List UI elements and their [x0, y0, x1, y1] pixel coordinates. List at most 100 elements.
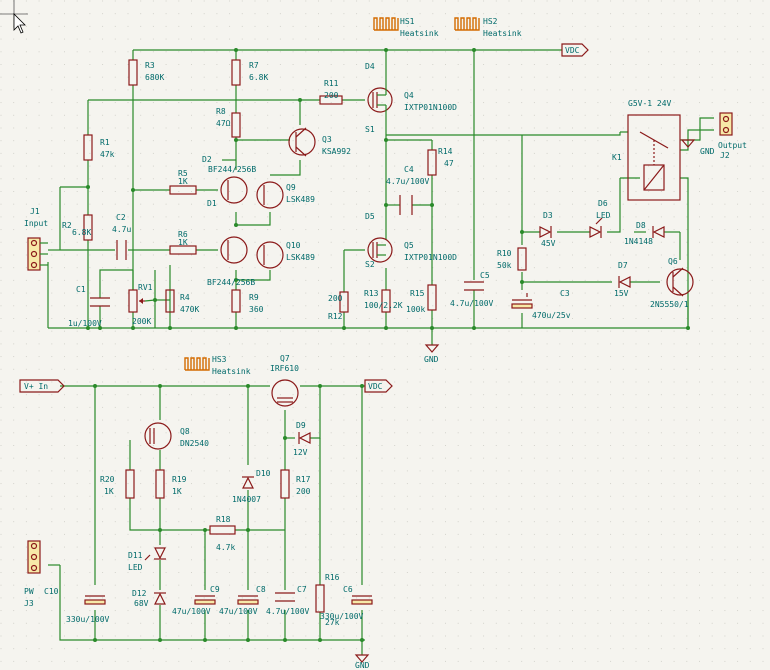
r10-body[interactable]: [517, 247, 527, 271]
relay-k1[interactable]: [627, 114, 681, 201]
q3-bjt[interactable]: [288, 127, 316, 157]
d9-zener[interactable]: [298, 432, 311, 444]
label-d6: D6: [598, 199, 608, 208]
label-d6-value: LED: [596, 211, 611, 220]
label-d7: D7: [618, 261, 628, 270]
label-d1-part: BF244/256B: [208, 165, 256, 174]
c10-cap[interactable]: [84, 595, 106, 605]
label-r13: R13: [364, 289, 379, 298]
label-d9-value: 12V: [293, 448, 308, 457]
r15-body[interactable]: [427, 284, 437, 311]
label-r14: R14: [438, 147, 453, 156]
r2-body[interactable]: [83, 214, 93, 241]
label-q8-value: DN2540: [180, 439, 209, 448]
label-gnd-1: GND: [424, 355, 439, 364]
r5-body[interactable]: [169, 185, 197, 195]
r1-body[interactable]: [83, 134, 93, 161]
j2-connector[interactable]: [719, 112, 733, 136]
polarized-capacitors: [84, 293, 533, 605]
r17-body[interactable]: [280, 469, 290, 499]
c6-cap[interactable]: [351, 595, 373, 605]
q6-bjt[interactable]: [666, 267, 694, 297]
label-c10: C10: [44, 587, 59, 596]
label-c4: C4: [404, 165, 414, 174]
label-hs1: HS1: [400, 17, 415, 26]
label-c5-value: 4.7u/100V: [450, 299, 494, 308]
labels: HS1 Heatsink HS2 Heatsink HS3 Heatsink V…: [24, 17, 747, 670]
label-r9: R9: [249, 293, 259, 302]
label-r7: R7: [249, 61, 259, 70]
label-r5: R5: [178, 169, 188, 178]
r6-body[interactable]: [169, 245, 197, 255]
label-r16-value: 27k: [325, 618, 340, 627]
q5-mosfet[interactable]: [367, 237, 393, 263]
label-r19-value: 1K: [172, 487, 182, 496]
label-c3-value: 470u/25v: [532, 311, 571, 320]
r16-body[interactable]: [315, 584, 325, 613]
label-r17-value: 200: [296, 487, 311, 496]
q9-jfet-pair[interactable]: [220, 176, 284, 209]
label-s2: S2: [365, 260, 375, 269]
j3-connector[interactable]: [27, 540, 41, 574]
q7-mosfet[interactable]: [271, 379, 299, 407]
label-d12-value: 68V: [134, 599, 149, 608]
label-s1: S1: [365, 125, 375, 134]
r11-body[interactable]: [319, 95, 343, 105]
q10-jfet-pair[interactable]: [220, 236, 284, 269]
r8-body[interactable]: [231, 112, 241, 138]
label-c4-value: 4.7u/100V: [386, 177, 430, 186]
label-q8: Q8: [180, 427, 190, 436]
label-hs3-value: Heatsink: [212, 367, 251, 376]
power-ports: [19, 43, 696, 663]
label-c7: C7: [297, 585, 307, 594]
label-d1: D1: [207, 199, 217, 208]
c3-cap[interactable]: [511, 293, 533, 309]
c8-cap[interactable]: [237, 595, 259, 605]
vdc-port-top[interactable]: [561, 43, 589, 57]
label-q5-value: IXTP01N100D: [404, 253, 457, 262]
q4-mosfet[interactable]: [367, 75, 393, 118]
label-r12: R12: [328, 312, 343, 321]
top-wires: [47, 49, 714, 345]
d3-zener[interactable]: [539, 226, 552, 238]
label-d10: D10: [256, 469, 271, 478]
d7-zener[interactable]: [618, 276, 631, 288]
vdc-port-bottom[interactable]: [364, 379, 393, 393]
resistors: [83, 59, 527, 613]
r20-body[interactable]: [125, 469, 135, 499]
bottom-wires: [48, 385, 365, 655]
j1-connector[interactable]: [27, 237, 48, 271]
r18-body[interactable]: [209, 525, 236, 535]
d12-zener[interactable]: [154, 592, 166, 605]
heatsink-icon-hs3: [184, 357, 210, 371]
r19-body[interactable]: [155, 469, 165, 499]
q8-mosfet[interactable]: [144, 422, 172, 450]
r13-body[interactable]: [381, 289, 391, 313]
r7-body[interactable]: [231, 59, 241, 86]
label-hs2: HS2: [483, 17, 498, 26]
label-d9: D9: [296, 421, 306, 430]
label-r3: R3: [145, 61, 155, 70]
label-q4-value: IXTP01N100D: [404, 103, 457, 112]
label-c8-value: 47u/100V: [219, 607, 258, 616]
label-r10-value: 50k: [497, 261, 512, 270]
d6-led[interactable]: [589, 217, 603, 238]
r9-body[interactable]: [231, 289, 241, 313]
label-r19: R19: [172, 475, 187, 484]
r12-body[interactable]: [339, 291, 349, 313]
rv1-potentiometer[interactable]: [128, 289, 156, 313]
c9-cap[interactable]: [194, 595, 216, 605]
d10-diode[interactable]: [242, 476, 254, 489]
d11-led[interactable]: [144, 547, 166, 561]
d8-diode[interactable]: [652, 226, 665, 238]
vplus-in-port[interactable]: [19, 379, 65, 393]
label-q10-value: LSK489: [286, 253, 315, 262]
label-r9-value: 360: [249, 305, 264, 314]
r3-body[interactable]: [128, 59, 138, 86]
r4-body[interactable]: [165, 289, 175, 313]
label-q6: Q6: [668, 257, 678, 266]
r14-body[interactable]: [427, 149, 437, 176]
label-r1: R1: [100, 138, 110, 147]
